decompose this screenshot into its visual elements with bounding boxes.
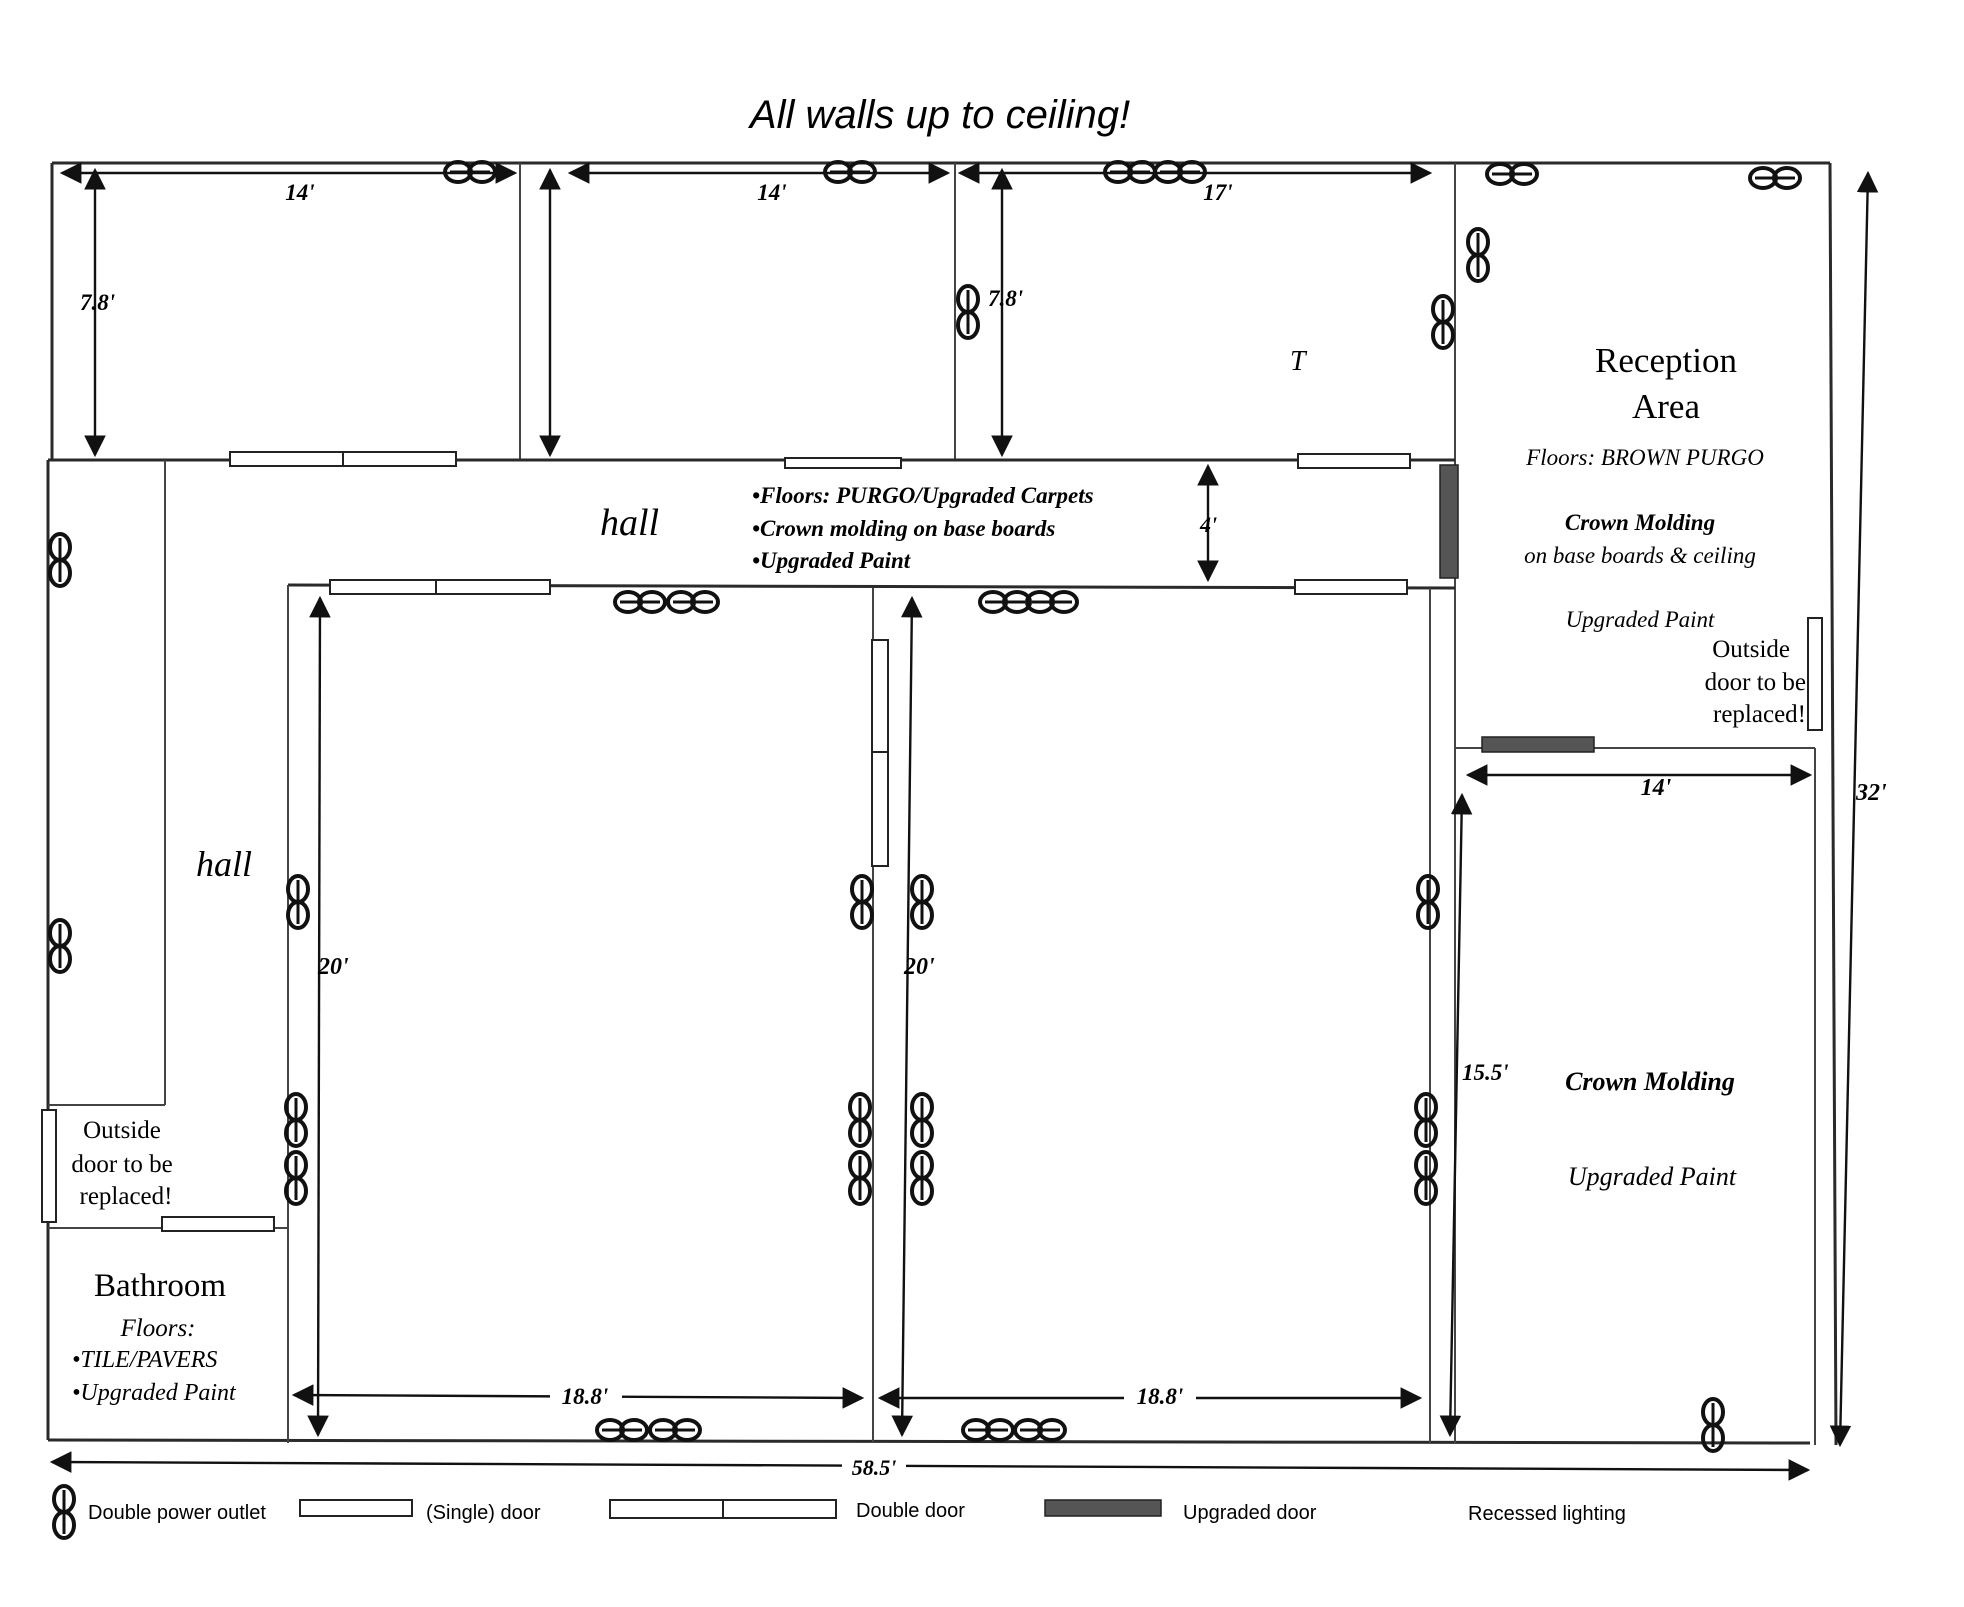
dim-total-depth: 32' [1855, 780, 1887, 806]
single-door-icon [1807, 617, 1823, 731]
outlet-icon [48, 918, 72, 974]
reception-paint: Upgraded Paint [1566, 607, 1715, 632]
outlet-icon [978, 590, 1032, 614]
outlet-icon [48, 532, 72, 588]
lower-right-paint: Upgraded Paint [1568, 1162, 1737, 1191]
reception-title-2: Area [1632, 387, 1700, 426]
dim-lower-left-depth: 20' [317, 954, 349, 980]
left-outside-door-3: replaced! [80, 1183, 173, 1210]
outlet-icon [1103, 160, 1157, 184]
outlet-icon [1416, 874, 1440, 930]
reception-outside-door-3: replaced! [1713, 701, 1806, 728]
single-door-icon [41, 1109, 57, 1223]
hall-note-paint: •Upgraded Paint [752, 548, 911, 573]
reception-crown-2: on base boards & ceiling [1524, 543, 1756, 568]
outlet-icon [1414, 1092, 1438, 1148]
legend: Double power outlet (Single) door Double… [52, 1484, 1626, 1540]
legend-outlet-label: Double power outlet [88, 1502, 266, 1524]
dim-hall-width: 4' [1199, 512, 1217, 537]
doors [41, 451, 1823, 1232]
outlet-icon [1414, 1150, 1438, 1206]
hall-label-top: hall [600, 502, 659, 544]
dim-lower-right-depth: 15.5' [1462, 1060, 1509, 1085]
dim-top-right-width: 17' [1203, 180, 1232, 205]
bathroom-title: Bathroom [94, 1268, 226, 1304]
outlet-icon [1431, 294, 1455, 350]
outlet-icon [910, 1150, 934, 1206]
hall-note-crown: •Crown molding on base boards [752, 516, 1055, 541]
upgraded-door-icon [1439, 464, 1459, 579]
bathroom-item-tile: •TILE/PAVERS [72, 1347, 217, 1373]
outlet-icon [910, 1092, 934, 1148]
dim-top-right-depth: 7.8' [988, 286, 1023, 311]
bathroom-item-paint: •Upgraded Paint [72, 1380, 237, 1406]
outlet-icon [613, 590, 667, 614]
plan-title: All walls up to ceiling! [748, 93, 1130, 137]
reception-crown-1: Crown Molding [1565, 510, 1715, 535]
dim-total-width: 58.5' [852, 1455, 897, 1480]
hall-label-left: hall [196, 844, 252, 884]
double-door-icon [329, 579, 551, 595]
dim-top-left-depth: 7.8' [80, 290, 115, 315]
single-door-icon [784, 457, 902, 469]
outlet-icon [956, 284, 980, 340]
outlets [48, 160, 1802, 1453]
dim-reception-width: 14' [1641, 775, 1672, 801]
legend-double-door-label: Double door [856, 1500, 965, 1522]
outlet-icon [648, 1418, 702, 1442]
reception-title-1: Reception [1595, 341, 1737, 380]
dim-lower-mid-depth: 20' [903, 954, 935, 980]
dim-lower-mid-width: 18.8' [1137, 1384, 1184, 1409]
dim-top-left-width: 14' [285, 180, 314, 205]
single-door-icon [1297, 453, 1411, 469]
left-outside-door-2: door to be [71, 1151, 172, 1178]
outlet-icon [666, 590, 720, 614]
single-door-icon [299, 1499, 413, 1517]
dim-lower-left-width: 18.8' [562, 1384, 609, 1409]
reception-outside-door-2: door to be [1705, 669, 1806, 696]
outlet-icon [1466, 227, 1490, 283]
outlet-icon [1025, 590, 1079, 614]
lower-right-crown: Crown Molding [1565, 1067, 1735, 1096]
upgraded-door-icon [1481, 736, 1595, 753]
legend-recessed-label: Recessed lighting [1468, 1503, 1626, 1525]
outlet-icon [286, 874, 310, 930]
hall-note-floors: •Floors: PURGO/Upgraded Carpets [752, 483, 1094, 508]
outlet-icon [595, 1418, 649, 1442]
dim-top-mid-width: 14' [757, 180, 786, 205]
reception-floors: Floors: BROWN PURGO [1525, 445, 1764, 470]
single-door-icon [1294, 579, 1408, 595]
walls [46, 161, 1838, 1446]
single-door-icon [161, 1216, 275, 1232]
outlet-icon [850, 874, 874, 930]
t-mark: T [1290, 346, 1308, 377]
outlet-icon [443, 160, 497, 184]
legend-single-door-label: (Single) door [426, 1502, 541, 1524]
outlet-icon [848, 1092, 872, 1148]
outlet-icon [910, 874, 934, 930]
upgraded-door-icon [1044, 1499, 1162, 1517]
bathroom-floors-label: Floors: [120, 1315, 196, 1342]
left-outside-door-1: Outside [83, 1117, 161, 1144]
outlet-icon [1013, 1418, 1067, 1442]
outlet-icon [848, 1150, 872, 1206]
reception-outside-door-1: Outside [1712, 636, 1790, 663]
outlet-icon [52, 1484, 76, 1540]
outlet-icon [1748, 166, 1802, 190]
outlet-icon [961, 1418, 1015, 1442]
outlet-icon [1485, 162, 1539, 186]
outlet-icon [823, 160, 877, 184]
dimension-labels: 14' 14' 17' 7.8' 7.8' 4' 14' 32' 20' 20'… [80, 176, 1887, 1480]
outlet-icon [1153, 160, 1207, 184]
legend-upgraded-door-label: Upgraded door [1183, 1502, 1317, 1524]
